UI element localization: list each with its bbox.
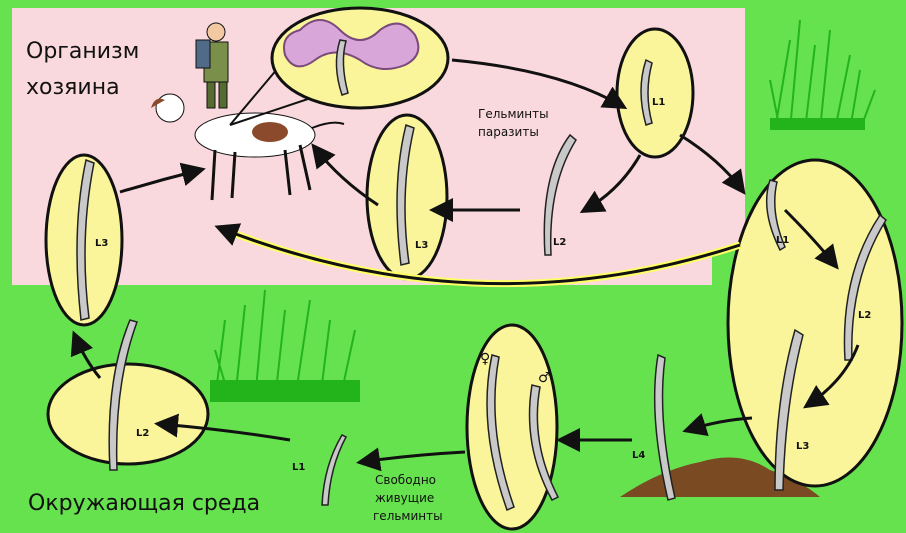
stage-label: L3: [95, 238, 108, 249]
big-larva-ellipse: [728, 160, 902, 486]
stage-label: L1: [776, 235, 789, 246]
freeliving-note-line2: живущие: [375, 491, 434, 505]
host-L1-ellipse: [617, 29, 693, 157]
stage-label: L4: [632, 450, 645, 461]
stage-label: L2: [136, 428, 149, 439]
host-title-line1: Организм: [26, 39, 139, 64]
freeliving-note-line1: Свободно: [375, 473, 436, 487]
stage-label: L2: [553, 237, 566, 248]
male-symbol: ♂: [538, 370, 551, 386]
stage-label: L1: [652, 97, 665, 108]
host-title-line2: хозяина: [26, 75, 120, 100]
environment-title: Окружающая среда: [28, 491, 260, 516]
stage-label: L3: [796, 441, 809, 452]
stage-label: L3: [415, 240, 428, 251]
stage-label: L2: [858, 310, 871, 321]
parasites-note-line1: Гельминты: [478, 107, 549, 121]
parasites-note-line2: паразиты: [478, 125, 539, 139]
female-symbol: ♀: [480, 351, 490, 367]
freeliving-note-line3: гельминты: [373, 509, 443, 523]
stage-label: L1: [292, 462, 305, 473]
env-L2-ellipse: [48, 364, 208, 464]
